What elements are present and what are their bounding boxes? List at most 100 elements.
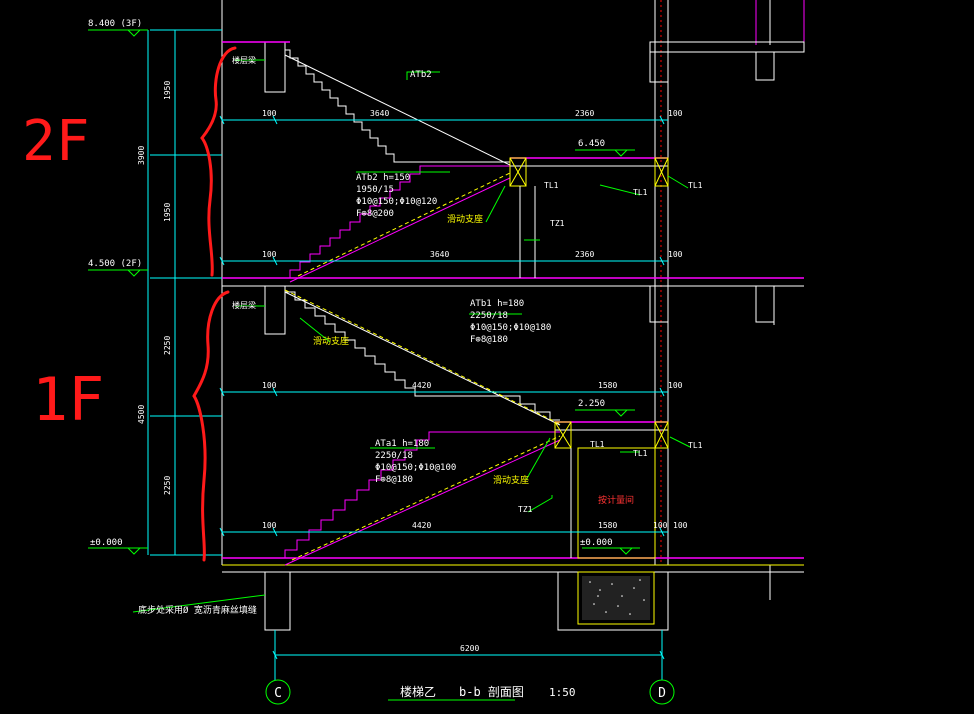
ata1-spec-1: 2250/18 bbox=[375, 451, 413, 461]
ata1-spec-3: F⊕8@180 bbox=[375, 475, 413, 485]
beam-tl1-6450-left bbox=[509, 157, 527, 187]
slide-support-upper: 滑动支座 bbox=[447, 213, 483, 225]
slab-2f-beam bbox=[755, 285, 775, 323]
hdim-r3-land: 1580 bbox=[598, 381, 617, 390]
label-atb2-top: ATb2 bbox=[410, 70, 432, 80]
vdim-upper-total: 3900 bbox=[137, 146, 146, 165]
slab-3f-beam bbox=[755, 51, 775, 81]
slab-3f-drop bbox=[649, 41, 669, 83]
flight-ata1-steps bbox=[284, 431, 560, 558]
axis-c-label: C bbox=[274, 686, 282, 701]
level-2f: 4.500 (2F) bbox=[88, 259, 142, 269]
level-landing-6450: 6.450 bbox=[578, 139, 605, 149]
atb2-spec-3: F⊕8@200 bbox=[356, 209, 394, 219]
rebar-atb1 bbox=[284, 289, 561, 425]
beam-label-tl1-e: TL1 bbox=[633, 449, 648, 458]
slab-2f-drop bbox=[649, 285, 669, 323]
hdim-r4-right2: 100 bbox=[673, 521, 688, 530]
hdim-r1-left: 100 bbox=[262, 109, 277, 118]
beam-tl1-6450-right bbox=[654, 157, 669, 187]
flight-atb2-lower-steps bbox=[289, 165, 510, 278]
building-structure bbox=[221, 0, 805, 631]
vdim-upper-b: 1950 bbox=[163, 203, 172, 222]
hdim-r4-left: 100 bbox=[262, 521, 277, 530]
level-markers bbox=[88, 29, 691, 613]
slide-support-lower: 滑动支座 bbox=[493, 474, 529, 486]
hdim-r4-right1: 100 bbox=[653, 521, 668, 530]
floor-beam-label-2f: 楼层梁 bbox=[232, 300, 256, 310]
floor-beam-label-3f: 楼层梁 bbox=[232, 55, 256, 65]
rebar-ata1 bbox=[291, 435, 561, 561]
pit-gravel bbox=[589, 579, 645, 615]
foundation-left bbox=[264, 572, 291, 631]
axis-c-bubble[interactable] bbox=[265, 679, 291, 705]
hdim-r4-land: 1580 bbox=[598, 521, 617, 530]
column-label-tz1-lower: TZ1 bbox=[518, 505, 533, 514]
hdim-r3-run: 4420 bbox=[412, 381, 431, 390]
flight-atb1-upper-soffit bbox=[284, 291, 561, 426]
hdim-r2-run: 3640 bbox=[430, 250, 449, 259]
beam-label-tl1-b: TL1 bbox=[633, 188, 648, 197]
handwritten-1f: 1F bbox=[32, 365, 104, 435]
ata1-spec-2: Φ10@150;Φ10@100 bbox=[375, 463, 456, 473]
hdim-r1-run: 3640 bbox=[370, 109, 389, 118]
beam-label-tl1-d: TL1 bbox=[590, 440, 605, 449]
design-room-note: 按计量间 bbox=[598, 494, 634, 506]
hdim-r4-run: 4420 bbox=[412, 521, 431, 530]
handwritten-2f: 2F bbox=[22, 109, 89, 174]
atb2-spec-2: Φ10@150;Φ10@120 bbox=[356, 197, 437, 207]
ata1-spec-0: ATa1 h=180 bbox=[375, 439, 429, 449]
atb1-spec-3: F⊕8@180 bbox=[470, 335, 508, 345]
atb1-spec-2: Φ10@150;Φ10@180 bbox=[470, 323, 551, 333]
beam-tl1-2250-right bbox=[654, 421, 669, 449]
flight-atb1-upper-steps bbox=[285, 291, 560, 421]
atb1-spec-0: ATb1 h=180 bbox=[470, 299, 524, 309]
drawing-title: 楼梯乙 bbox=[400, 684, 436, 699]
stair-flights bbox=[284, 49, 561, 566]
slide-support-mid: 滑动支座 bbox=[313, 335, 349, 347]
hdim-r2-right: 100 bbox=[668, 250, 683, 259]
drawing-scale: 1:50 bbox=[549, 686, 576, 699]
axis-d-bubble[interactable] bbox=[649, 679, 675, 705]
atb2-spec-0: ATb2 h=150 bbox=[356, 173, 410, 183]
hdim-r2-left: 100 bbox=[262, 250, 277, 259]
level-ground-right: ±0.000 bbox=[580, 538, 613, 548]
vdim-lower-b: 2250 bbox=[163, 476, 172, 495]
flight-atb2-upper-soffit bbox=[284, 54, 511, 166]
axis-d-label: D bbox=[658, 686, 666, 701]
beam-label-tl1-c: TL1 bbox=[688, 181, 703, 190]
labels: 2F 1F 8.400 (3F) 4.500 (2F) ±0.000 ±0.00… bbox=[22, 19, 703, 701]
drawing-section: b-b 剖面图 bbox=[459, 685, 524, 699]
hdim-overall: 6200 bbox=[460, 644, 479, 653]
vdim-lower-a: 2250 bbox=[163, 336, 172, 355]
design-room-outline bbox=[577, 447, 656, 559]
flight-atb2-lower-soffit bbox=[289, 177, 511, 283]
foundation-pit bbox=[557, 572, 669, 631]
beam-label-tl1-a: TL1 bbox=[544, 181, 559, 190]
level-landing-2250: 2.250 bbox=[578, 399, 605, 409]
level-3f: 8.400 (3F) bbox=[88, 19, 142, 29]
landings bbox=[509, 157, 669, 559]
dimension-lines bbox=[147, 29, 668, 680]
handwritten-markup bbox=[192, 46, 237, 562]
hdim-r1-land: 2360 bbox=[575, 109, 594, 118]
level-ground: ±0.000 bbox=[90, 538, 123, 548]
flight-atb2-upper-steps bbox=[285, 49, 510, 163]
bottom-step-note: 底步处采用Ø 宽沥青麻丝填缝 bbox=[138, 604, 257, 616]
hdim-r1-right: 100 bbox=[668, 109, 683, 118]
pit-inner bbox=[577, 571, 655, 625]
column-label-tz1-upper: TZ1 bbox=[550, 219, 565, 228]
hdim-r3-right: 100 bbox=[668, 381, 683, 390]
hdim-r3-left: 100 bbox=[262, 381, 277, 390]
bracket-2f bbox=[200, 46, 237, 277]
vdim-upper-a: 1950 bbox=[163, 81, 172, 100]
atb2-spec-1: 1950/15 bbox=[356, 185, 394, 195]
pit-fill bbox=[582, 576, 650, 620]
bracket-1f bbox=[192, 290, 230, 562]
floor-beam-2f bbox=[264, 285, 286, 335]
beam-tl1-2250-left bbox=[554, 421, 572, 449]
flight-ata1-soffit bbox=[284, 439, 561, 566]
beam-label-tl1-f: TL1 bbox=[688, 441, 703, 450]
